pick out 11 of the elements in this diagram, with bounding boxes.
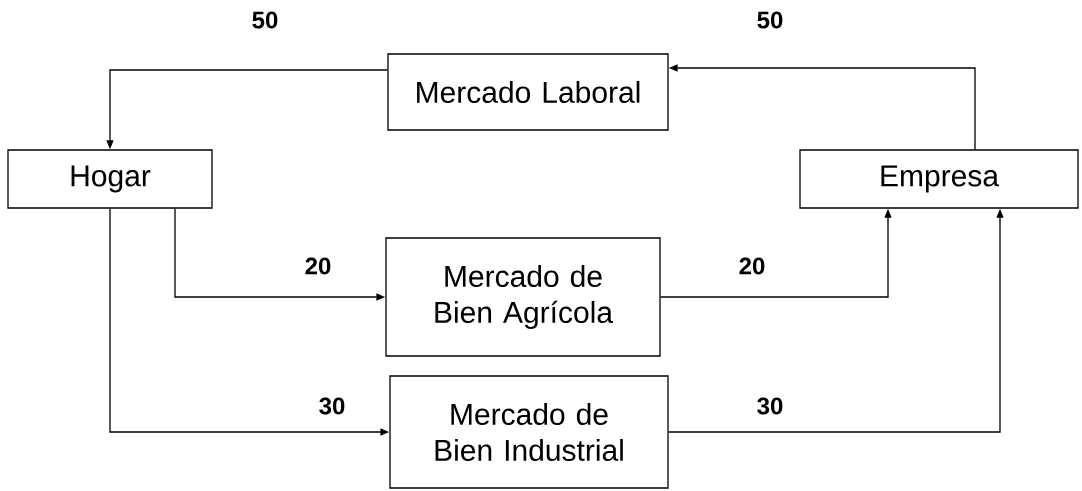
- edge-label: 20: [305, 257, 331, 275]
- edge-label: 20: [739, 257, 765, 275]
- edge-label: 50: [757, 11, 783, 29]
- process-box: Mercado de Bien Industrial: [389, 375, 669, 489]
- edge-label: 30: [757, 397, 783, 415]
- process-box: Hogar: [7, 149, 213, 209]
- process-box: Empresa: [799, 149, 1079, 209]
- edge-label: 50: [252, 11, 278, 29]
- edge-label: 30: [319, 397, 345, 415]
- process-box: Mercado de Bien Agrícola: [385, 237, 661, 357]
- process-box: Mercado Laboral: [387, 53, 669, 131]
